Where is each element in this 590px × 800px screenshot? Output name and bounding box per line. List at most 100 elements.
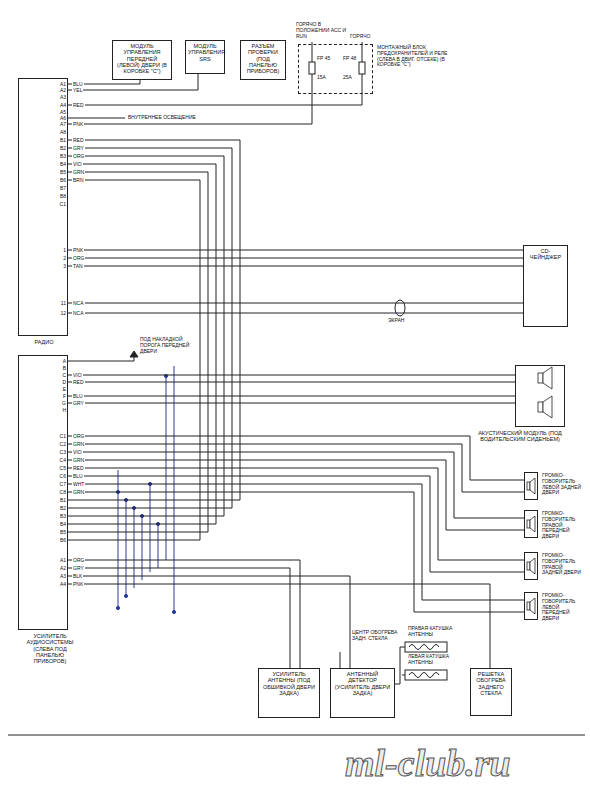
pin-number: A7: [50, 121, 66, 127]
wire-line: [68, 460, 524, 530]
wire-line: [68, 303, 523, 304]
power-note: ГОРЯЧО: [350, 34, 380, 40]
wire-color: GRY: [72, 145, 85, 151]
node-label: ГРОМКО-ГОВОРИТЕЛЬ ЛЕВОЙ ПЕРЕДНЕЙ ДВЕРИ: [542, 593, 584, 622]
wire-color: RED: [72, 379, 85, 385]
node-label: РАЗЪЕМ ПРОВЕРКИ (ПОД ПАНЕЛЬЮ ПРИБОРОВ): [241, 41, 285, 77]
node-label: CD-ЧЕЙНДЖЕР: [524, 246, 567, 263]
wire: [68, 403, 515, 404]
pin-number: B2: [50, 505, 66, 511]
wire-color: BRN: [72, 177, 85, 183]
speaker-module: АКУСТИЧЕСКИЙ МОДУЛЬ (ПОД ВОДИТЕЛЬСКИМ СИ…: [515, 365, 565, 427]
wire-color: YEL: [72, 87, 83, 93]
wire: [68, 476, 524, 572]
wire-line: [68, 148, 232, 508]
fuse-label: FP 48: [343, 56, 359, 62]
pin-number: B3: [50, 513, 66, 519]
wire: [68, 94, 362, 105]
pin-number: B4: [50, 161, 66, 167]
wire-color: WHT: [72, 481, 85, 487]
node-label: РЕШЕТКА ОБОГРЕВА ЗАДНЕГО СТЕКЛА: [471, 669, 511, 698]
wire-color: VIO: [72, 449, 83, 455]
wire-color: GRY: [72, 565, 85, 571]
wire-color: RED: [72, 102, 85, 108]
rear-defroster-grid: РЕШЕТКА ОБОГРЕВА ЗАДНЕГО СТЕКЛА: [470, 668, 512, 716]
pin-number: B4: [50, 521, 66, 527]
power-note: ГОРЯЧО В ПОЛОЖЕНИИ ACC И RUN: [296, 22, 348, 39]
wire-line: [68, 313, 523, 314]
pin-number: H: [50, 407, 66, 413]
node-label: АКУСТИЧЕСКИЙ МОДУЛЬ (ПОД ВОДИТЕЛЬСКИМ СИ…: [474, 430, 566, 443]
fuse-rating: 25A: [343, 75, 359, 81]
door-speaker: ГРОМКО-ГОВОРИТЕЛЬ ЛЕВОЙ ПЕРЕДНЕЙ ДВЕРИ: [524, 592, 538, 620]
pin-number: A: [50, 358, 66, 364]
wire-line: [68, 382, 515, 383]
wire-line: [68, 436, 524, 480]
pin-number: A4: [50, 102, 66, 108]
wire-line: [68, 94, 312, 124]
node-label: УСИЛИТЕЛЬ АУДИОСИСТЕМЫ (СЛЕВА ПОД ПАНЕЛЬ…: [19, 633, 81, 665]
wire-line: [68, 576, 350, 668]
wire-color: TAN: [72, 263, 84, 269]
pin-number: A1: [50, 557, 66, 563]
node-label: МОДУЛЬ УПРАВЛЕНИЯ ПЕРЕДНЕЙ (ЛЕВОЙ) ДВЕРИ…: [113, 41, 171, 77]
wire-color: GRN: [72, 441, 85, 447]
pin-number: A5: [50, 109, 66, 115]
wire-line: [68, 74, 198, 90]
door-speaker: ГРОМКО-ГОВОРИТЕЛЬ ПРАВОЙ ПЕРЕДНЕЙ ДВЕРИ: [524, 510, 538, 538]
pin-number: D: [50, 379, 66, 385]
fuse-label: FP 45: [317, 56, 339, 62]
wire-color: NCA: [72, 310, 85, 316]
pin-number: A8: [50, 129, 66, 135]
pin-number: C8: [50, 489, 66, 495]
pin-number: C6: [50, 473, 66, 479]
pin-number: A2: [50, 87, 66, 93]
circuit-note: ВНУТРЕННЕЕ ОСВЕЩЕНИЕ: [128, 115, 208, 121]
diagnostic-connector: РАЗЪЕМ ПРОВЕРКИ (ПОД ПАНЕЛЬЮ ПРИБОРОВ): [240, 40, 286, 80]
wire: [68, 576, 350, 668]
wire: [68, 250, 523, 251]
wire: [68, 140, 240, 500]
wire-color: ORG: [72, 153, 85, 159]
fuse-rating: 15A: [317, 75, 339, 81]
watermark: ml-club.ru: [345, 742, 545, 786]
wire-line: [68, 452, 524, 518]
wire: [68, 258, 523, 259]
wire-line: [68, 396, 515, 397]
wire-color: ORG: [72, 557, 85, 563]
pin-number: B5: [50, 529, 66, 535]
pin-number: C2: [50, 441, 66, 447]
pin-number: B1: [50, 497, 66, 503]
pin-number: B1: [50, 137, 66, 143]
wire: [68, 172, 208, 532]
control-module: МОДУЛЬ УПРАВЛЕНИЯ ПЕРЕДНЕЙ (ЛЕВОЙ) ДВЕРИ…: [112, 40, 172, 80]
node-label: УСИЛИТЕЛЬ АНТЕННЫ (ПОД ОБШИВКОЙ ДВЕРИ ЗА…: [259, 669, 319, 698]
wire: [68, 313, 523, 314]
pin-number: A3: [50, 94, 66, 100]
pin-number: A6: [50, 115, 66, 121]
pin-number: A2: [50, 565, 66, 571]
node-label: АНТЕННЫЙ ДЕТЕКТОР (УСИЛИТЕЛЬ ДВЕРИ ЗАДКА…: [331, 669, 394, 698]
pin-number: G: [50, 400, 66, 406]
wire-color: PNK: [72, 247, 84, 253]
pin-number: C4: [50, 457, 66, 463]
wire-line: [68, 258, 523, 259]
wire-line: [68, 492, 524, 612]
wire-color: ORG: [72, 433, 85, 439]
wire: [68, 303, 523, 304]
location-note: ЦЕНТР ОБОГРЕВА ЗАДН. СТЕКЛА: [352, 630, 402, 642]
pin-number: B6: [50, 537, 66, 543]
srs-module: МОДУЛЬ УПРАВЛЕНИЯ SRS: [185, 40, 225, 74]
pin-number: C1: [50, 201, 66, 207]
wire-line: [68, 94, 362, 105]
wire-line: [68, 140, 240, 500]
wire-color: NCA: [72, 300, 85, 306]
pin-number: B: [50, 365, 66, 371]
wire: [68, 74, 198, 90]
wire: [68, 484, 524, 600]
wire-line: [68, 250, 523, 251]
wire-color: PNK: [72, 581, 84, 587]
pin-number: B6: [50, 177, 66, 183]
pin-number: B8: [50, 193, 66, 199]
wire: [68, 94, 312, 124]
